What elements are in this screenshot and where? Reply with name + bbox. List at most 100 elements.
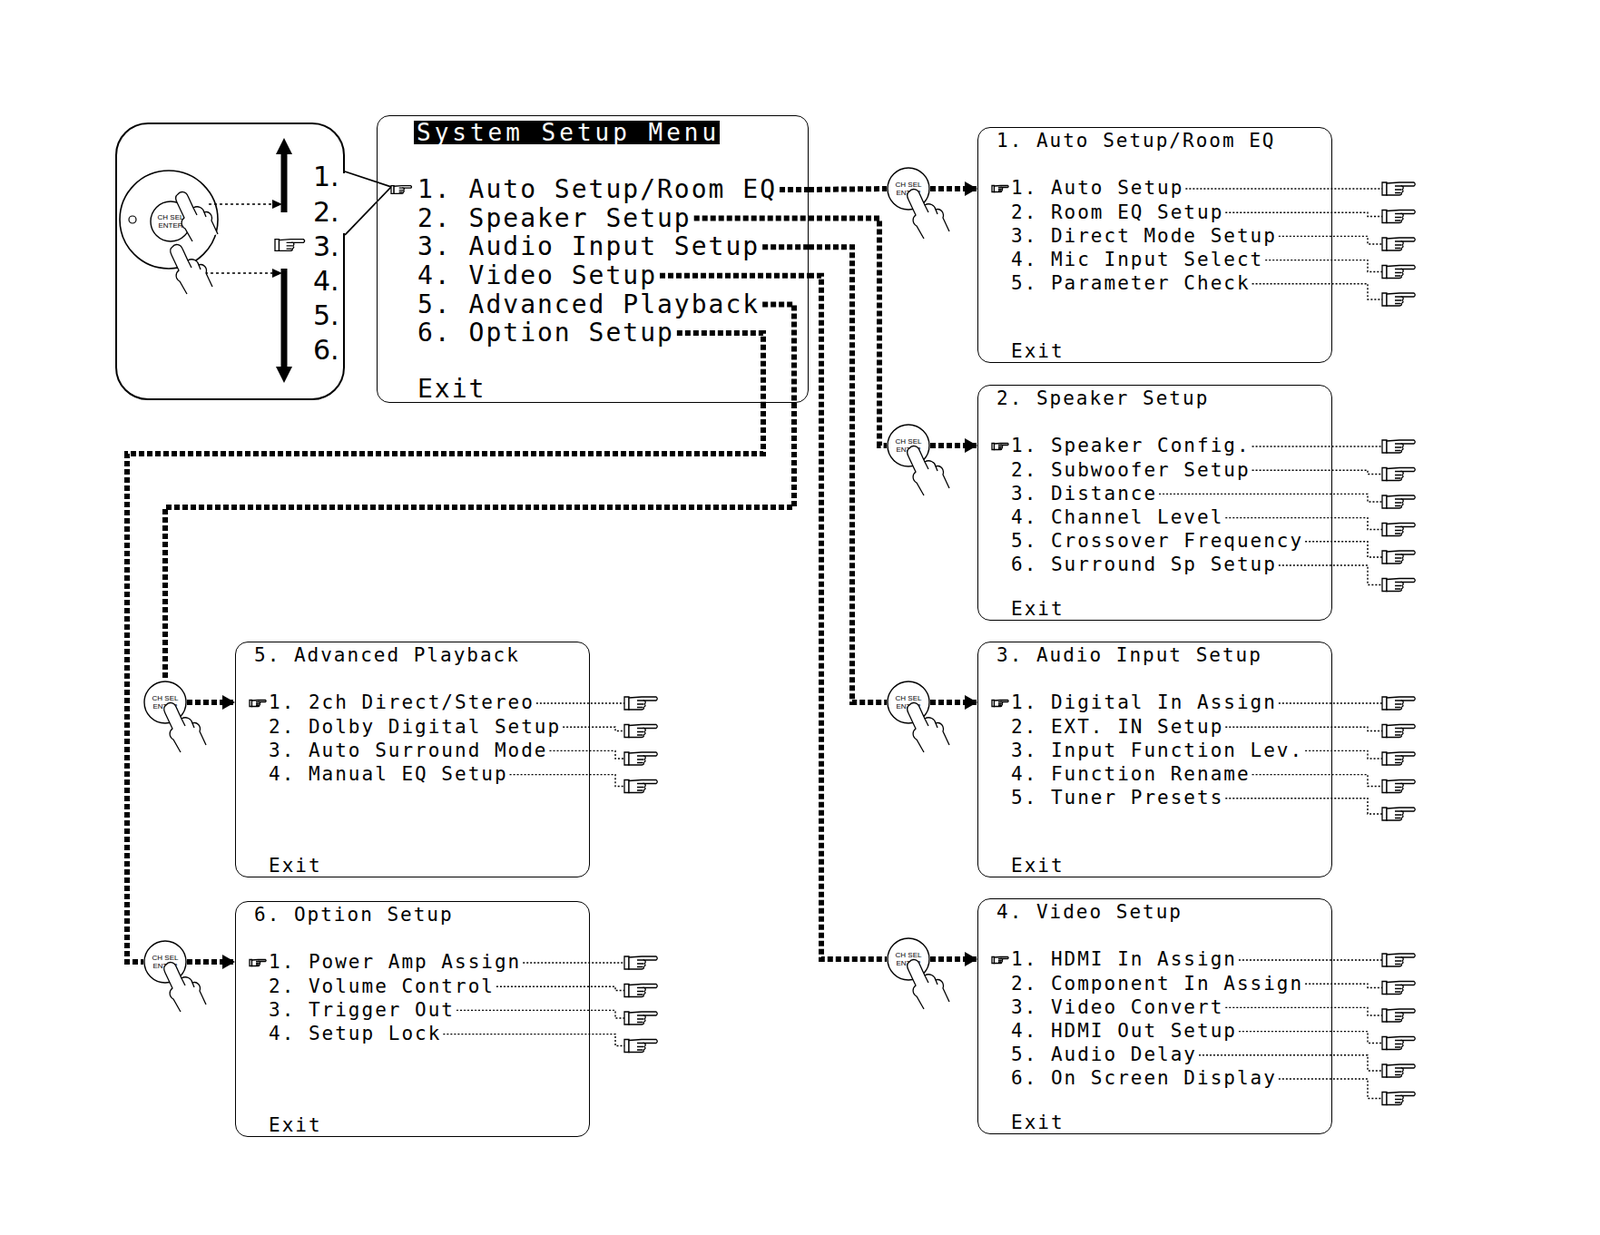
pointer-fingers bbox=[1394, 554, 1403, 562]
pointer-fingers bbox=[1394, 811, 1403, 819]
pointer-fingers bbox=[1394, 471, 1403, 479]
flow-connector bbox=[808, 218, 887, 446]
hand-outline bbox=[907, 960, 950, 1010]
hand-fill bbox=[170, 245, 213, 295]
pointer-hand bbox=[1386, 550, 1415, 564]
menu-lead-line bbox=[677, 333, 764, 403]
pointer-cuff bbox=[249, 699, 253, 707]
exit-item: Exit bbox=[417, 373, 486, 405]
hand-outline bbox=[907, 446, 950, 496]
pointer-cuff bbox=[991, 185, 995, 192]
pointer-hand bbox=[1386, 265, 1415, 278]
menu-item: 6. Surround Sp Setup bbox=[1011, 553, 1277, 577]
submenu-box: 3. Audio Input Setup1. Digital In Assign… bbox=[977, 641, 1333, 878]
hand-icon bbox=[164, 703, 207, 753]
pointer-cuff bbox=[624, 983, 629, 997]
flow-connector bbox=[930, 186, 978, 192]
pointer-cuff bbox=[624, 1039, 629, 1052]
pointer-hand bbox=[1386, 237, 1415, 251]
enter-button: CH SEL ENTER bbox=[886, 423, 931, 468]
pointer-hand bbox=[1386, 182, 1415, 196]
pointer-fingers bbox=[1394, 1068, 1403, 1076]
pointer-icon bbox=[249, 699, 266, 707]
menu-item: 3. Trigger Out bbox=[268, 999, 455, 1022]
pointer-hand bbox=[628, 752, 658, 766]
pointer-icon bbox=[624, 1039, 658, 1052]
pointer-fingers bbox=[1394, 957, 1403, 965]
menu-lead-line bbox=[694, 215, 809, 222]
up-arrow-shaft bbox=[281, 150, 288, 213]
pointer-hand bbox=[628, 724, 658, 737]
callout-number: 1. bbox=[313, 160, 340, 194]
hand-icon bbox=[907, 446, 950, 496]
pointer-icon bbox=[1382, 1064, 1415, 1078]
pointer-cuff bbox=[1382, 578, 1387, 591]
pointer-hand bbox=[1386, 807, 1415, 821]
enter-button: CH SEL ENTER bbox=[886, 166, 931, 211]
pointer-hand bbox=[252, 959, 267, 966]
pointer-icon bbox=[1382, 550, 1415, 564]
pointer-hand bbox=[279, 239, 305, 252]
pointer-fingers bbox=[637, 727, 645, 736]
flow-connector bbox=[930, 699, 978, 706]
pointer-cuff bbox=[249, 959, 253, 966]
submenu-title: 1. Auto Setup/Room EQ bbox=[996, 129, 1277, 153]
flow-connector bbox=[930, 442, 978, 449]
menu-item: 5. Parameter Check bbox=[1011, 272, 1251, 295]
pointer-cuff bbox=[1382, 209, 1387, 223]
submenu-box: 1. Auto Setup/Room EQ1. Auto Setup2. Roo… bbox=[977, 127, 1333, 364]
pointer-fingers bbox=[998, 701, 1002, 706]
button-label: CH SEL ENTER bbox=[893, 951, 923, 968]
pointer-cuff bbox=[1382, 953, 1387, 967]
pointer-icon bbox=[991, 699, 1009, 707]
pointer-cuff bbox=[391, 186, 394, 195]
pointer-cuff bbox=[274, 239, 280, 252]
pointer-icon bbox=[1382, 265, 1415, 278]
leader-line bbox=[1252, 775, 1383, 787]
pointer-fingers bbox=[1394, 268, 1403, 276]
leader-line bbox=[1225, 518, 1383, 531]
button-circle bbox=[887, 938, 930, 981]
exit-item: Exit bbox=[268, 1114, 323, 1138]
pointer-fingers bbox=[998, 444, 1002, 449]
leader-line bbox=[536, 702, 625, 704]
leader-line bbox=[1252, 284, 1383, 300]
leader-line bbox=[1278, 565, 1383, 586]
flow-connector bbox=[165, 402, 795, 681]
menu-item: 5. Audio Delay bbox=[1011, 1043, 1198, 1067]
leader-line bbox=[1225, 1007, 1383, 1016]
pointer-icon bbox=[624, 752, 658, 766]
pointer-fingers bbox=[1394, 581, 1403, 589]
pointer-fingers bbox=[286, 242, 294, 249]
pointer-fingers bbox=[637, 1015, 645, 1023]
enter-button: CH SEL ENTER bbox=[886, 937, 931, 982]
pointer-hand bbox=[994, 185, 1010, 192]
pointer-hand bbox=[994, 699, 1010, 707]
pointer-hand bbox=[628, 983, 658, 997]
menu-item: 3. Direct Mode Setup bbox=[1011, 225, 1277, 248]
pointer-icon bbox=[391, 186, 412, 195]
leader-line bbox=[496, 986, 625, 991]
pointer-fingers bbox=[1394, 984, 1403, 992]
pointer-icon bbox=[624, 724, 658, 737]
callout-tail bbox=[344, 171, 392, 236]
menu-item: 4. Mic Input Select bbox=[1011, 248, 1264, 272]
pointer-fingers bbox=[1394, 1040, 1403, 1048]
menu-item: 2. Subwoofer Setup bbox=[1011, 459, 1251, 482]
leader-line bbox=[1278, 702, 1383, 704]
main-menu-box: System Setup Menu1. Auto Setup/Room EQ2.… bbox=[376, 115, 809, 403]
exit-item: Exit bbox=[1011, 1111, 1065, 1135]
menu-item: 4. Setup Lock bbox=[268, 1022, 442, 1046]
pointer-cuff bbox=[624, 779, 629, 793]
callout-box: 1.2.3.4.5.6.CH SEL ENTER bbox=[115, 122, 345, 401]
dotted-arrow-head bbox=[272, 199, 283, 209]
pointer-cuff bbox=[1382, 807, 1387, 821]
pointer-cuff bbox=[1382, 1036, 1387, 1050]
leader-line bbox=[456, 1010, 625, 1019]
leader-line bbox=[442, 1034, 625, 1047]
pointer-hand bbox=[628, 1039, 658, 1052]
submenu-box: 4. Video Setup1. HDMI In Assign2. Compon… bbox=[977, 898, 1333, 1135]
pointer-cuff bbox=[624, 1011, 629, 1025]
pointer-fingers bbox=[1394, 296, 1403, 305]
menu-item: 4. Video Setup bbox=[417, 260, 658, 292]
